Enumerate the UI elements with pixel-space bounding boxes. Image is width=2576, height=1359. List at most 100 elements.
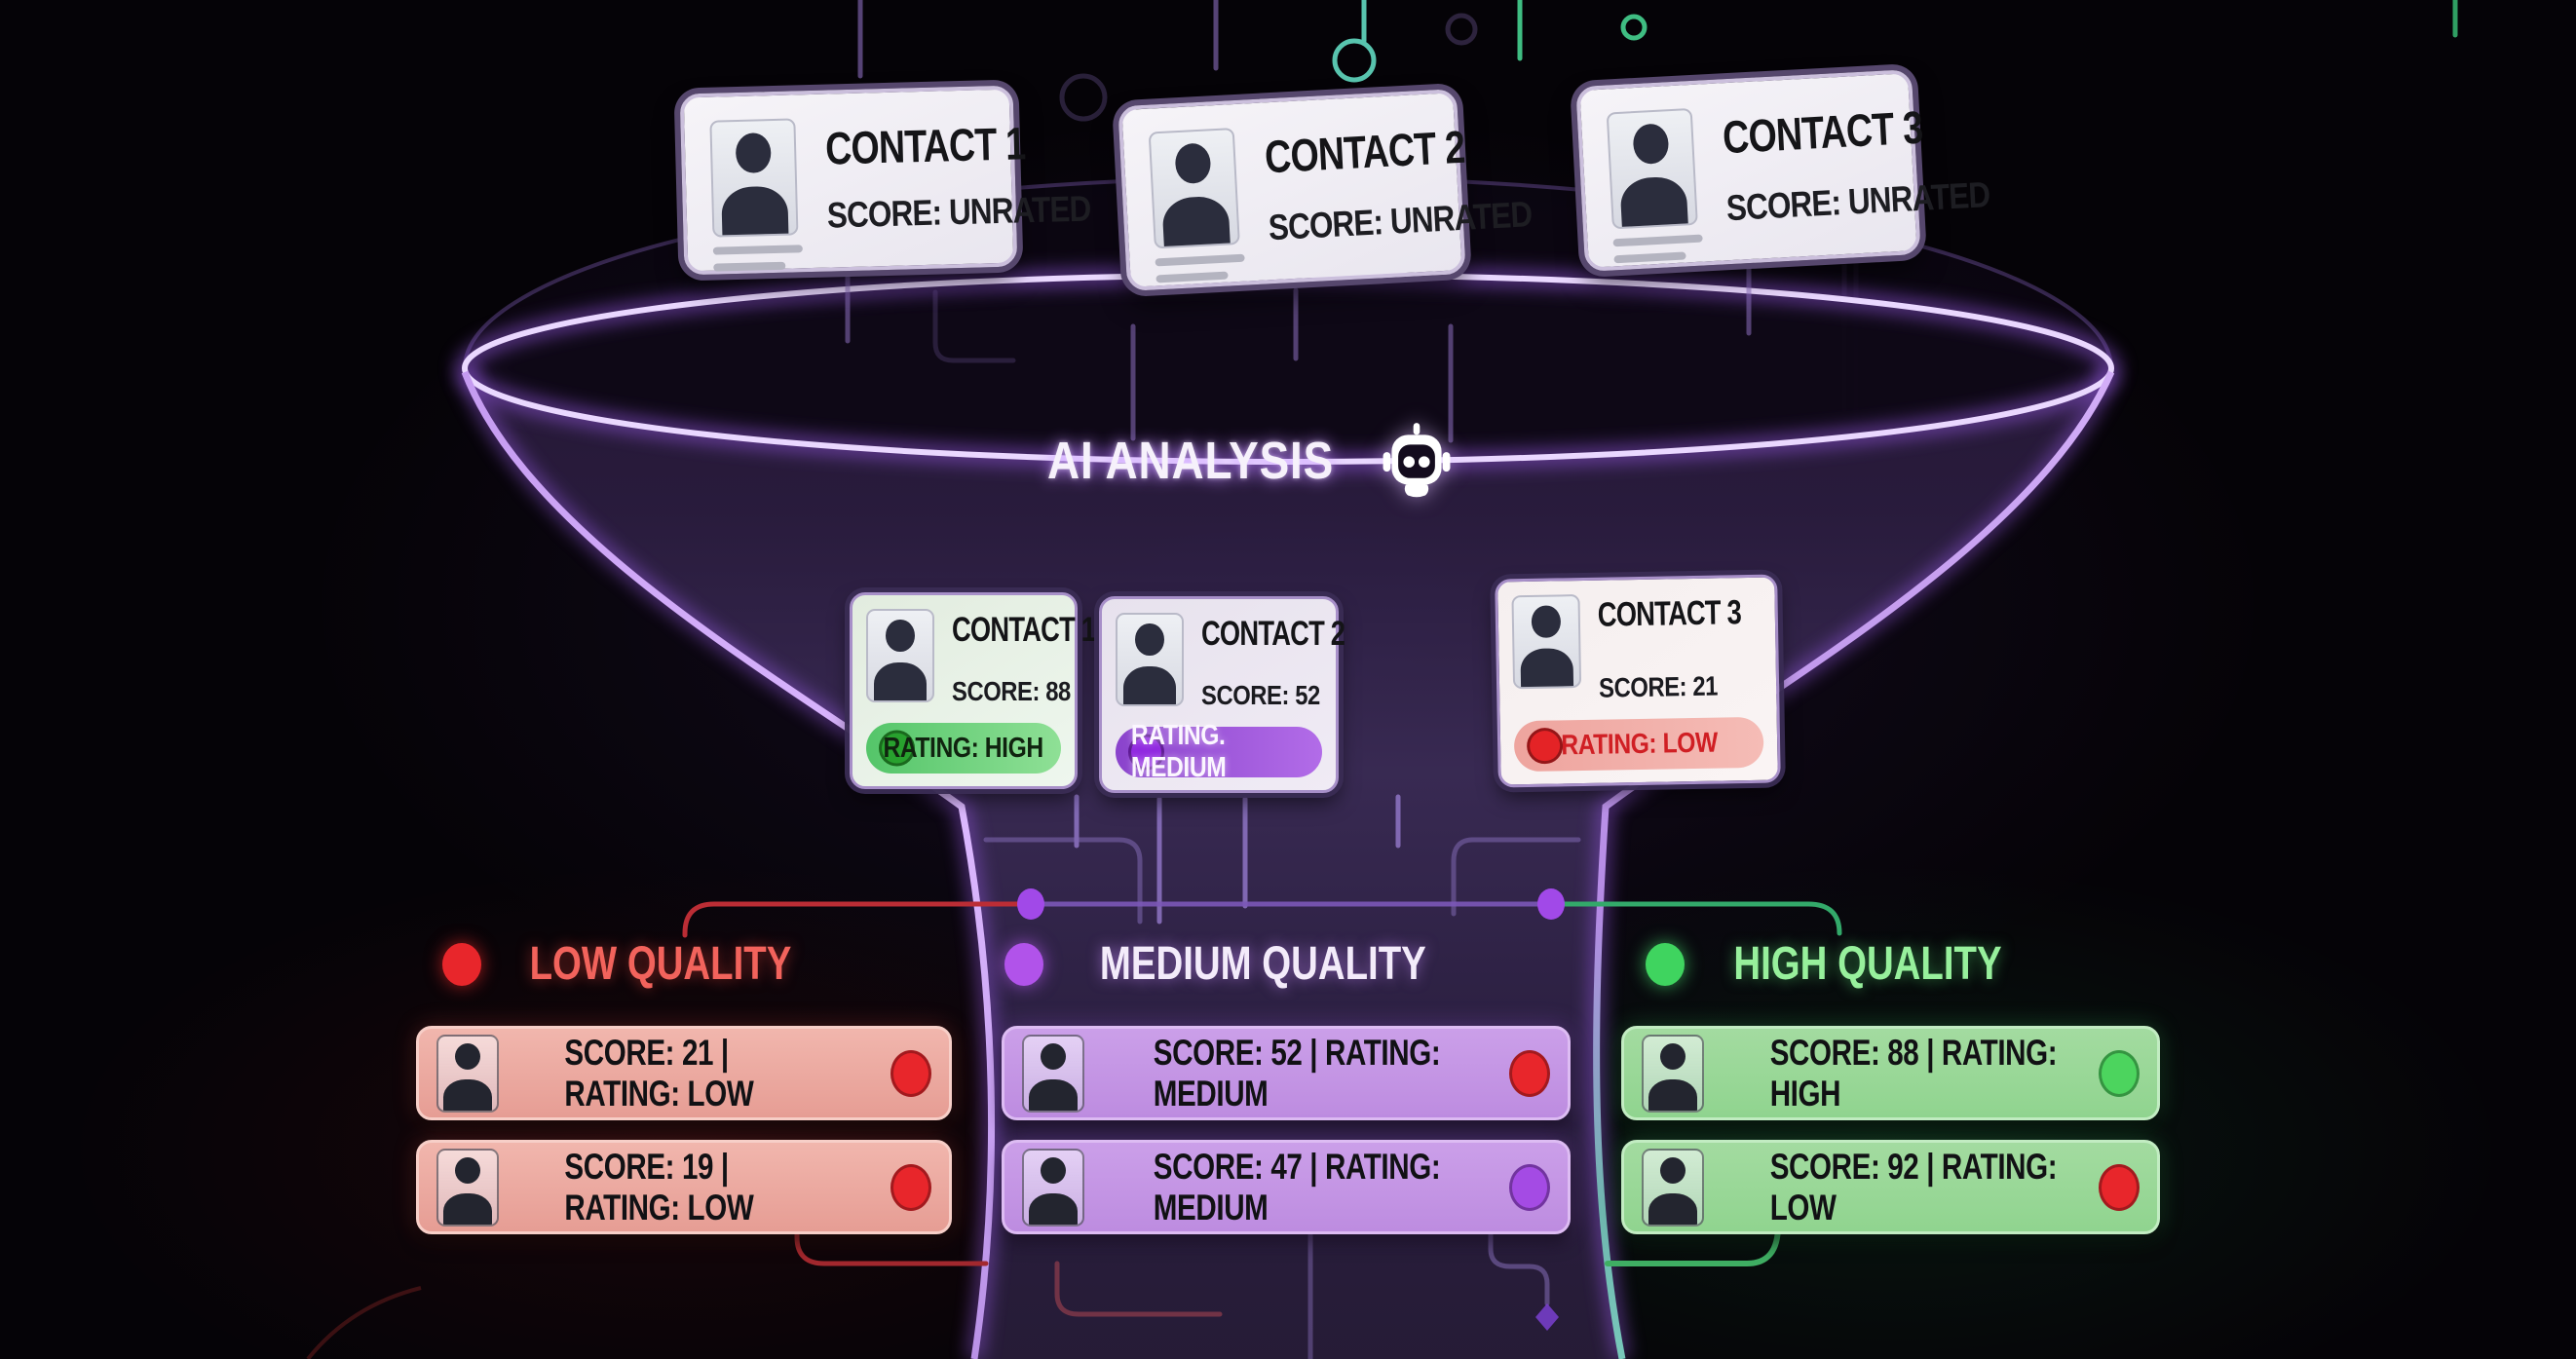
contact-name: CONTACT 2 — [1201, 615, 1345, 653]
avatar — [1511, 594, 1582, 690]
circuit-traces-stem — [983, 794, 1581, 1359]
category-label: MEDIUM QUALITY — [1099, 938, 1426, 990]
placeholder-line — [1612, 234, 1703, 247]
row-score-rating: SCORE: 47 | RATING: MEDIUM — [1153, 1146, 1441, 1227]
funnel-heading: AI ANALYSIS — [965, 417, 1510, 505]
analyzed-card-body: CONTACT 1 SCORE: 88 — [952, 609, 1136, 713]
contact-card-left-column — [709, 118, 803, 272]
contact-score: SCORE: 21 — [1598, 670, 1719, 703]
corner-trace-red — [306, 1286, 422, 1359]
analyzed-card-high: CONTACT 1 SCORE: 88 RATING: HIGH — [850, 592, 1096, 789]
contact-name: CONTACT 1 — [952, 611, 1096, 649]
row-score-rating: SCORE: 92 | RATING: LOW — [1769, 1146, 2058, 1227]
analyzed-card-low: CONTACT 3 SCORE: 21 RATING: LOW — [1495, 574, 1781, 788]
contact-card-body: CONTACT 2 SCORE: UNRATED — [1264, 110, 1580, 256]
funnel-title: AI ANALYSIS — [1046, 432, 1335, 490]
circuit-traces-green — [1332, 0, 2458, 83]
status-dot-icon — [1509, 1049, 1550, 1097]
contact-name: CONTACT 3 — [1721, 100, 1924, 164]
contact-name: CONTACT 1 — [824, 117, 1026, 174]
rating-pill-high: RATING: HIGH — [866, 723, 1061, 774]
placeholder-text-lines — [712, 245, 804, 272]
status-dot-icon — [1509, 1163, 1550, 1211]
status-dot-icon — [2099, 1049, 2140, 1097]
analyzed-card-top: CONTACT 1 SCORE: 88 — [866, 609, 1096, 713]
row-score-rating: SCORE: 21 | RATING: LOW — [564, 1032, 754, 1114]
category-header: LOW QUALITY — [365, 937, 901, 991]
branch-node-left — [1017, 888, 1044, 920]
contact-score: SCORE: UNRATED — [826, 188, 1091, 236]
status-dot-icon — [2099, 1163, 2140, 1211]
contact-card-body: CONTACT 3 SCORE: UNRATED — [1722, 91, 2038, 237]
bracket-low-bottom — [794, 1227, 989, 1266]
contact-score: SCORE: UNRATED — [1724, 174, 1991, 229]
status-dot-icon — [890, 1049, 931, 1097]
rating-label: RATING: HIGH — [883, 732, 1044, 764]
contact-score: SCORE: 88 — [952, 676, 1071, 706]
contact-row: SCORE: 47 | RATING: MEDIUM — [1002, 1140, 1571, 1234]
status-dot-icon — [879, 730, 915, 767]
analyzed-card-top: CONTACT 2 SCORE: 52 — [1116, 613, 1345, 717]
category-medium-quality: MEDIUM QUALITY SCORE: 52 | RATING: MEDIU… — [1002, 937, 1571, 1249]
avatar — [1022, 1034, 1084, 1113]
contact-card-left-column — [1148, 128, 1245, 283]
branch-line-high — [1548, 901, 1842, 936]
analyzed-card-body: CONTACT 3 SCORE: 21 — [1597, 590, 1783, 709]
placeholder-text-lines — [1155, 253, 1245, 283]
row-score-rating: SCORE: 88 | RATING: HIGH — [1769, 1032, 2058, 1114]
contact-card-unrated-1: CONTACT 1 SCORE: UNRATED — [679, 85, 1091, 276]
row-score-rating: SCORE: 52 | RATING: MEDIUM — [1153, 1032, 1441, 1114]
avatar — [1116, 613, 1184, 706]
funnel-left-edge — [461, 370, 996, 1359]
avatar — [1148, 128, 1240, 249]
branch-node-right — [1537, 888, 1565, 920]
circuit-traces-funnel — [845, 265, 1752, 443]
analyzed-card-top: CONTACT 3 SCORE: 21 — [1511, 591, 1762, 711]
circuit-trace-red-stem — [1054, 1261, 1223, 1317]
avatar — [1642, 1148, 1704, 1227]
robot-icon — [1383, 423, 1451, 498]
avatar — [1022, 1148, 1084, 1227]
placeholder-text-lines — [1612, 234, 1703, 264]
category-high-quality: HIGH QUALITY SCORE: 88 | RATING: HIGH SC… — [1621, 937, 2160, 1249]
contact-card-unrated-2: CONTACT 2 SCORE: UNRATED — [1118, 89, 1533, 291]
contact-score: SCORE: 52 — [1201, 680, 1320, 710]
diamond-node — [1535, 1303, 1559, 1331]
contact-card-body: CONTACT 1 SCORE: UNRATED — [824, 109, 1138, 244]
category-label: HIGH QUALITY — [1732, 938, 2002, 990]
placeholder-line — [1155, 271, 1229, 283]
contact-row: SCORE: 52 | RATING: MEDIUM — [1002, 1026, 1571, 1120]
category-header: HIGH QUALITY — [1571, 937, 2109, 991]
placeholder-line — [1613, 251, 1686, 264]
rating-pill-low: RATING: LOW — [1513, 716, 1764, 773]
status-dot-icon — [1128, 734, 1164, 771]
category-label: LOW QUALITY — [529, 938, 792, 990]
placeholder-line — [713, 261, 786, 272]
category-low-quality: LOW QUALITY SCORE: 21 | RATING: LOW SCOR… — [416, 937, 952, 1249]
avatar — [436, 1034, 499, 1113]
contact-name: CONTACT 2 — [1263, 120, 1466, 183]
status-dot-icon — [890, 1163, 931, 1211]
analyzed-card-medium: CONTACT 2 SCORE: 52 RATING. MEDIUM — [1099, 596, 1345, 793]
contact-card-unrated-3: CONTACT 3 SCORE: UNRATED — [1575, 69, 1990, 272]
contact-row: SCORE: 92 | RATING: LOW — [1621, 1140, 2160, 1234]
branch-line-low — [682, 901, 1034, 938]
contact-row: SCORE: 21 | RATING: LOW — [416, 1026, 952, 1120]
contact-row: SCORE: 19 | RATING: LOW — [416, 1140, 952, 1234]
avatar — [1642, 1034, 1704, 1113]
category-header: MEDIUM QUALITY — [951, 937, 1520, 991]
contact-row: SCORE: 88 | RATING: HIGH — [1621, 1026, 2160, 1120]
avatar — [1606, 107, 1698, 230]
contact-score: SCORE: UNRATED — [1267, 194, 1534, 248]
status-dot-icon — [1526, 727, 1564, 765]
contact-card-left-column — [1606, 107, 1703, 264]
avatar — [866, 609, 934, 702]
rating-pill-medium: RATING. MEDIUM — [1116, 720, 1322, 783]
rating-label: RATING. MEDIUM — [1130, 720, 1227, 783]
status-dot-icon — [1004, 942, 1043, 986]
funnel-right-edge — [1593, 370, 2115, 1359]
status-dot-icon — [442, 942, 482, 986]
row-score-rating: SCORE: 19 | RATING: LOW — [564, 1146, 754, 1227]
contact-name: CONTACT 3 — [1597, 593, 1742, 634]
